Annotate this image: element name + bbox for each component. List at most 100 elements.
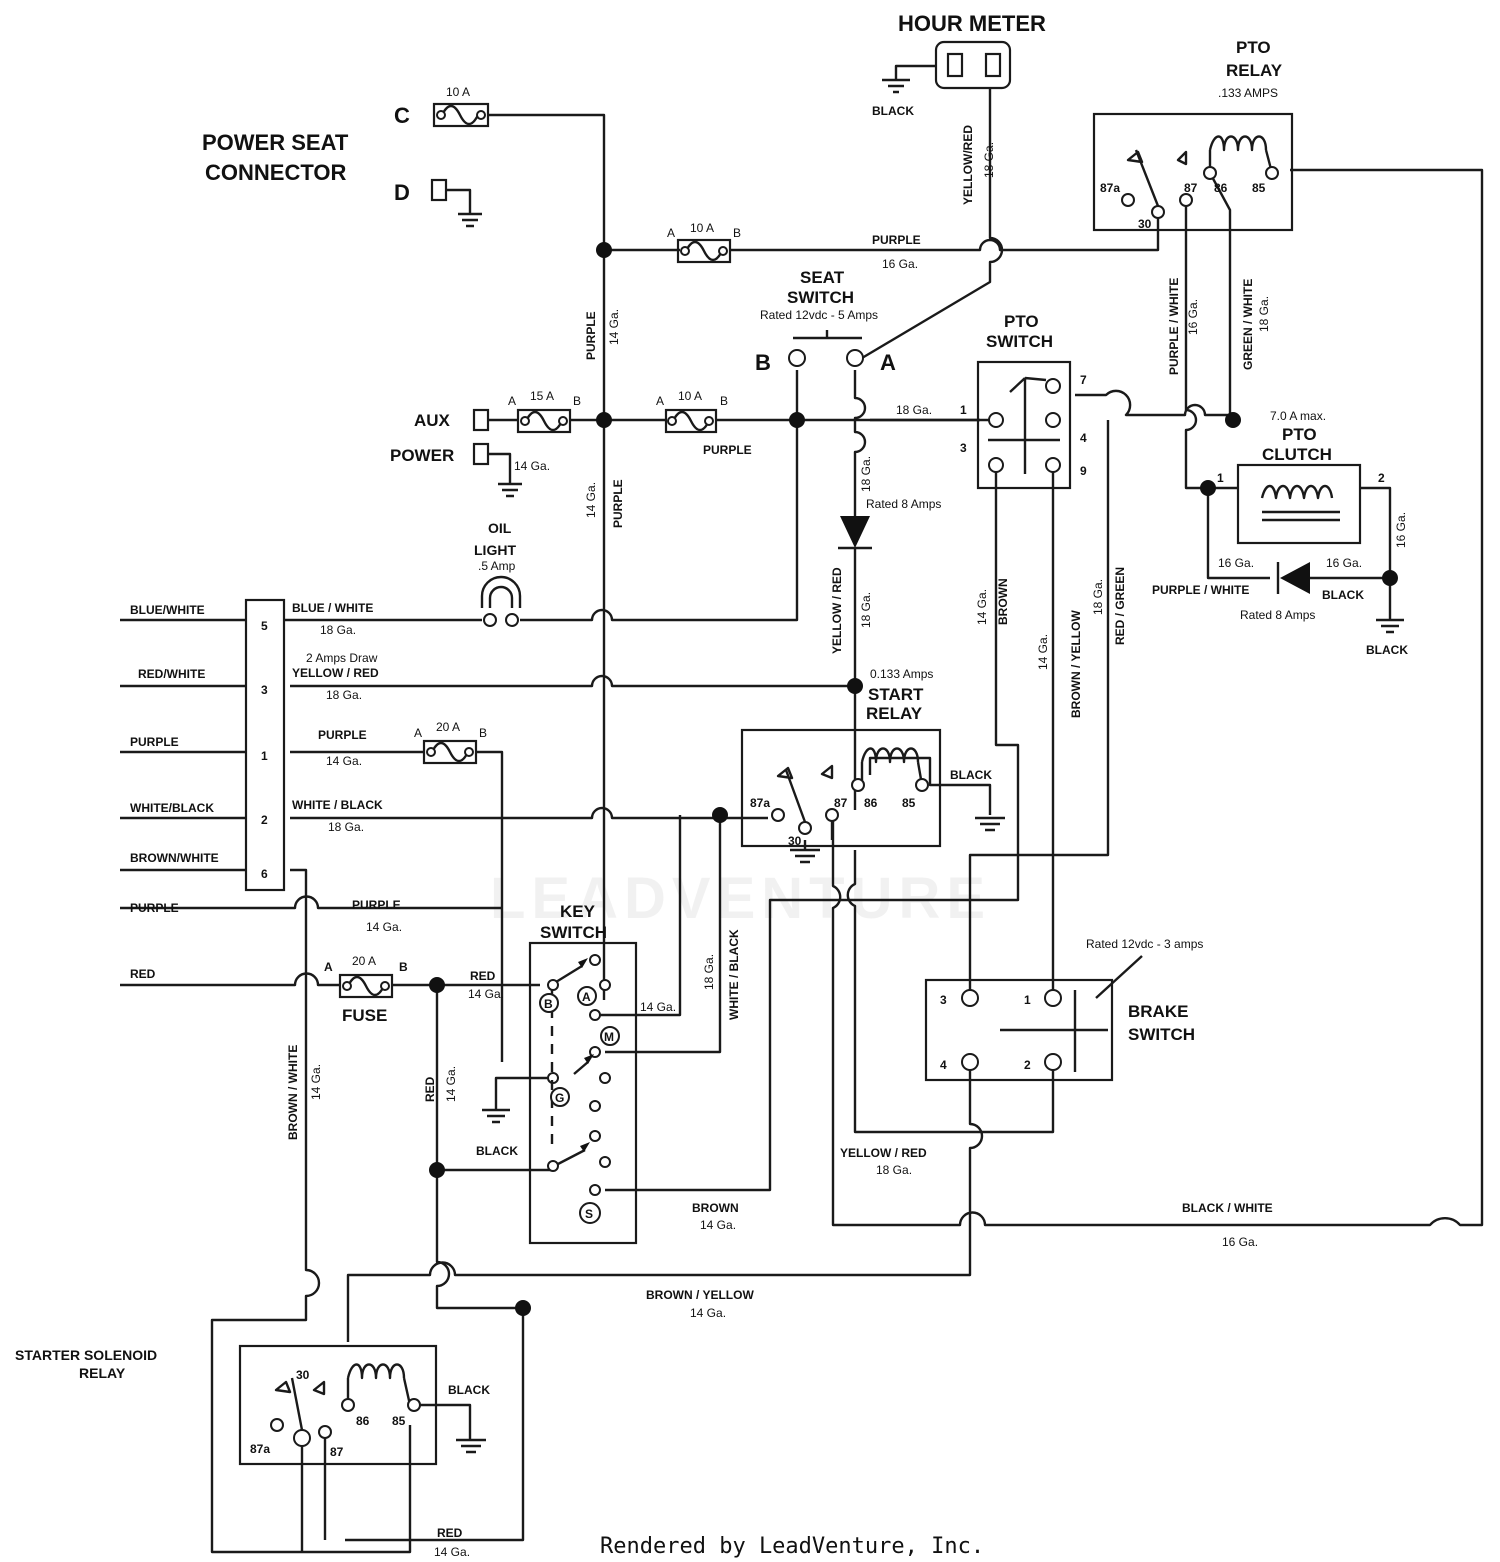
key-contacts bbox=[555, 964, 589, 1166]
hour-meter-wire-color: YELLOW/RED bbox=[961, 125, 975, 205]
harness-connector-right-wires-4-gauge-label: 14 Ga. bbox=[366, 920, 402, 934]
harness-connector-right-wires-0-color-label: BLUE / WHITE bbox=[292, 601, 373, 615]
wire-labels-ga14-label: 14 Ga. bbox=[444, 1066, 458, 1102]
fuses-pin-b-label: B bbox=[479, 726, 487, 740]
wires bbox=[120, 88, 1484, 1554]
wire-labels-ga14-label: 14 Ga. bbox=[514, 459, 550, 473]
titles-pto-clutch-max-label: 7.0 A max. bbox=[1270, 409, 1326, 423]
harness-connector-pins-4-label: 6 bbox=[261, 867, 268, 881]
harness-connector-left-wires-1-label: RED/WHITE bbox=[138, 667, 205, 681]
wire-labels-ga16-label: 16 Ga. bbox=[1394, 512, 1408, 548]
key-switch-pins-3-label: G bbox=[555, 1091, 564, 1105]
wire-labels-black-label: BLACK bbox=[448, 1383, 490, 1397]
fuses-pin-b-label: B bbox=[399, 960, 408, 974]
wire-labels-brown-white-label: BROWN / WHITE bbox=[286, 1045, 300, 1140]
wire-labels-red-green-label: RED / GREEN bbox=[1113, 567, 1127, 645]
wire-labels-ga18-label: 18 Ga. bbox=[859, 456, 873, 492]
relay-terminals-t30-label: 30 bbox=[788, 834, 802, 848]
pto-clutch-pins-0-label: 1 bbox=[1217, 471, 1224, 485]
pto-switch: PTO SWITCH 1 3 7 4 9 14 Ga. BROWN 14 Ga.… bbox=[960, 312, 1127, 718]
junction-dots bbox=[429, 242, 1398, 1316]
diodes-clutch-diode-label: Rated 8 Amps bbox=[1240, 608, 1315, 622]
fuses-f10-aux-label: 10 A bbox=[678, 389, 702, 403]
titles-pto-relay-1-label: PTO bbox=[1236, 38, 1271, 57]
wire-labels-ga16-label: 16 Ga. bbox=[1222, 1235, 1258, 1249]
start-relay: 0.133 Amps START RELAY 87a 30 87 86 85 B… bbox=[740, 667, 1005, 864]
hour-meter-wire-gauge: 18 Ga. bbox=[982, 142, 996, 178]
titles-seat-b-label: B bbox=[755, 350, 771, 375]
harness-connector-left-wires-2-label: PURPLE bbox=[130, 735, 179, 749]
watermark: LEADVENTURE bbox=[490, 866, 991, 931]
wire-labels-ga14-label: 14 Ga. bbox=[468, 987, 504, 1001]
titles-starter-2-label: RELAY bbox=[79, 1365, 126, 1381]
wire-labels-ga14-label: 14 Ga. bbox=[1036, 634, 1050, 670]
titles-brake-rating-label: Rated 12vdc - 3 amps bbox=[1086, 937, 1203, 951]
wire-labels-red-label: RED bbox=[470, 969, 496, 983]
titles-pto-relay-amps-label: .133 AMPS bbox=[1218, 86, 1278, 100]
wire-labels-purple-label: PURPLE bbox=[611, 479, 625, 528]
harness-connector-pins-0-label: 5 bbox=[261, 619, 268, 633]
key-switch-pins-1-label: A bbox=[582, 990, 591, 1004]
wire-labels-black-label: BLACK bbox=[476, 1144, 518, 1158]
relay-terminals-t85-label: 85 bbox=[902, 796, 916, 810]
wire-labels-white-black-label: WHITE / BLACK bbox=[727, 929, 741, 1020]
brake-switch: Rated 12vdc - 3 amps 3 1 4 2 BRAKE SWITC… bbox=[646, 937, 1273, 1320]
wire-labels-purple-label: PURPLE bbox=[703, 443, 752, 457]
power-seat-connector: POWER SEAT CONNECTOR C D bbox=[202, 103, 482, 228]
wire-labels-red-label: RED bbox=[423, 1076, 437, 1102]
key-switch-pins-2-label: M bbox=[604, 1030, 614, 1044]
titles-seat-a-label: A bbox=[880, 350, 896, 375]
pto-switch-pins-0-label: 1 bbox=[960, 403, 967, 417]
wire-labels-brown-yellow-label: BROWN / YELLOW bbox=[1069, 610, 1083, 718]
wire-labels-ga14-label: 14 Ga. bbox=[607, 309, 621, 345]
harness-connector-right-wires-2-gauge-label: 14 Ga. bbox=[326, 754, 362, 768]
fuses-pin-b-label: B bbox=[733, 226, 741, 240]
wire-labels-ga14-label: 14 Ga. bbox=[584, 482, 598, 518]
fuses-f15-label: 15 A bbox=[530, 389, 554, 403]
relay-terminals-t30-label: 30 bbox=[296, 1368, 310, 1382]
pto-switch-pins-1-label: 3 bbox=[960, 441, 967, 455]
titles-brake-switch-2-label: SWITCH bbox=[1128, 1025, 1195, 1044]
relay-terminals-t85-label: 85 bbox=[392, 1414, 406, 1428]
ground-icon bbox=[446, 188, 482, 228]
oil-light: OIL LIGHT .5 Amp bbox=[474, 520, 522, 627]
fuses-pin-a-label: A bbox=[414, 726, 422, 740]
ground-icon bbox=[482, 1108, 510, 1124]
harness-connector-pins-2-label: 1 bbox=[261, 749, 268, 763]
brake-switch-pins-3-label: 2 bbox=[1024, 1058, 1031, 1072]
relay-terminals-t87a-label: 87a bbox=[250, 1442, 270, 1456]
wire-labels-ga18-label: 18 Ga. bbox=[1257, 296, 1271, 332]
titles-brake-switch-1-label: BRAKE bbox=[1128, 1002, 1188, 1021]
titles-starter-1-label: STARTER SOLENOID bbox=[15, 1347, 157, 1363]
wire-labels-black-label: BLACK bbox=[1366, 643, 1408, 657]
coil-icon bbox=[1208, 135, 1274, 174]
wire-labels-red-label: RED bbox=[437, 1526, 463, 1540]
pto-relay: PTO RELAY .133 AMPS 87a 30 87 86 85 PURP… bbox=[1092, 38, 1294, 375]
wire-labels-black-label: BLACK bbox=[950, 768, 992, 782]
relay-terminals-t87-label: 87 bbox=[834, 796, 848, 810]
titles-oil-light-1-label: OIL bbox=[488, 520, 512, 536]
hour-meter-title: HOUR METER bbox=[898, 11, 1046, 36]
titles-aux-label: AUX bbox=[414, 411, 451, 430]
wire-labels-ga18-label: 18 Ga. bbox=[876, 1163, 912, 1177]
wire-labels-ga14-label: 14 Ga. bbox=[640, 1000, 676, 1014]
relay-terminals-t87a-label: 87a bbox=[750, 796, 770, 810]
titles-pto-switch-1-label: PTO bbox=[1004, 312, 1039, 331]
harness-connector-left-wires-6-label: RED bbox=[130, 967, 156, 981]
lamp-icon bbox=[480, 575, 522, 608]
harness-connector-right-wires-2-color-label: PURPLE bbox=[318, 728, 367, 742]
key-switch-pins-4-label: S bbox=[585, 1207, 593, 1221]
fuses-f10-mid-label: 10 A bbox=[690, 221, 714, 235]
titles-seat-switch-rating-label: Rated 12vdc - 5 Amps bbox=[760, 308, 878, 322]
hour-meter: HOUR METER BLACK YELLOW/RED 18 Ga. bbox=[872, 11, 1046, 205]
harness-connector-right-wires-0-gauge-label: 18 Ga. bbox=[320, 623, 356, 637]
titles-conn-c-label: C bbox=[394, 103, 410, 128]
wire-labels-ga18-label: 18 Ga. bbox=[702, 954, 716, 990]
harness-connector-right-wires-3-color-label: WHITE / BLACK bbox=[292, 798, 383, 812]
wire-labels-black-white-label: BLACK / WHITE bbox=[1182, 1201, 1273, 1215]
aux-power: AUX POWER 14 Ga. bbox=[390, 408, 550, 498]
wire-labels-ga14-label: 14 Ga. bbox=[690, 1306, 726, 1320]
relay-terminals-t87a-label: 87a bbox=[1100, 181, 1120, 195]
titles-pto-switch-2-label: SWITCH bbox=[986, 332, 1053, 351]
harness-connector-right-wires-3-gauge-label: 18 Ga. bbox=[328, 820, 364, 834]
